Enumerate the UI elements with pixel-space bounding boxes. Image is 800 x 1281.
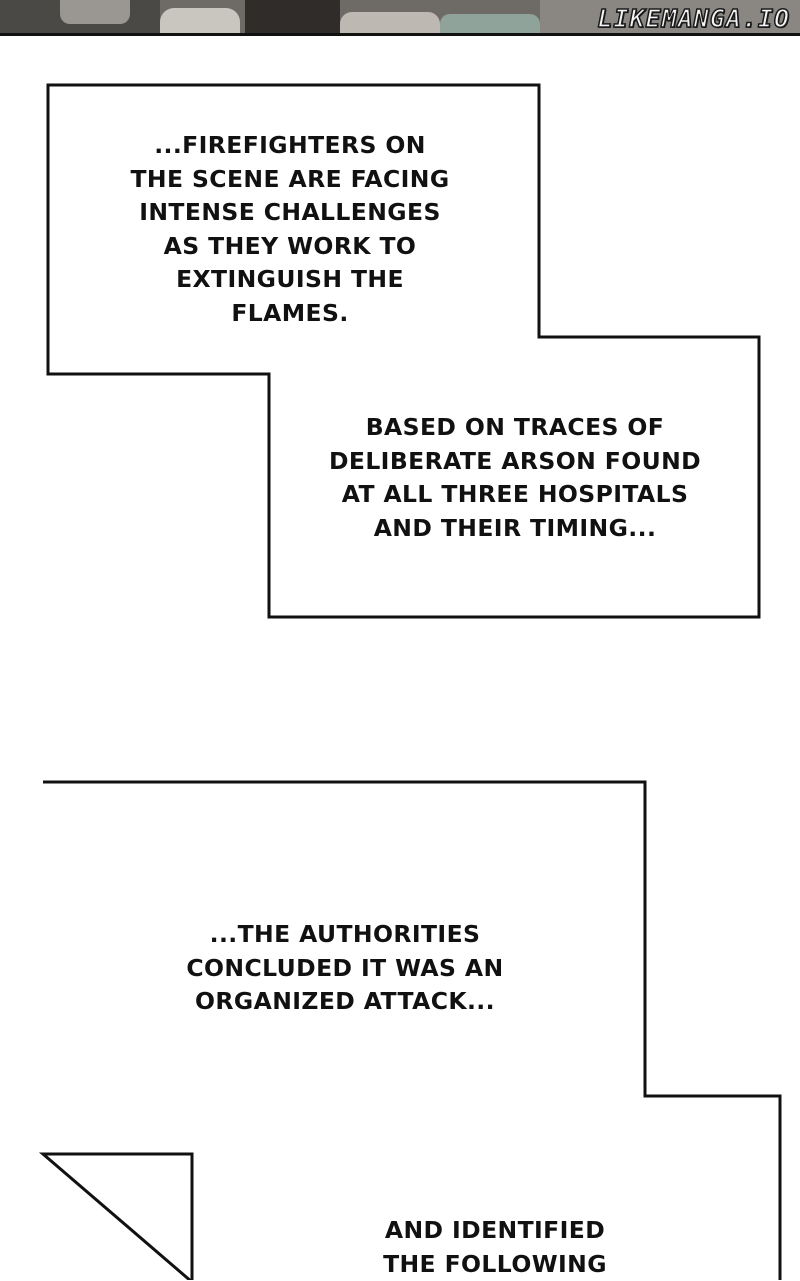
headboard-shape xyxy=(245,0,340,33)
lamp-shape xyxy=(60,0,130,24)
cushion-shape xyxy=(440,14,540,33)
narration-text: ...THE AUTHORITIES CONCLUDED IT WAS AN O… xyxy=(186,920,504,1015)
wall-shape xyxy=(540,0,800,33)
watermark-logo: LIKEMANGA.IO xyxy=(597,3,790,33)
narration-box-lower xyxy=(38,780,782,1280)
narration-box-upper xyxy=(46,83,761,619)
narration-text: BASED ON TRACES OF DELIBERATE ARSON FOUN… xyxy=(328,413,702,542)
narration-text: ...FIREFIGHTERS ON THE SCENE ARE FACING … xyxy=(130,131,450,327)
previous-panel-strip: LIKEMANGA.IO xyxy=(0,0,800,36)
pillow-shape xyxy=(340,12,440,33)
narration-text: AND IDENTIFIED THE FOLLOWING xyxy=(383,1216,607,1278)
pillow-shape xyxy=(160,8,240,33)
